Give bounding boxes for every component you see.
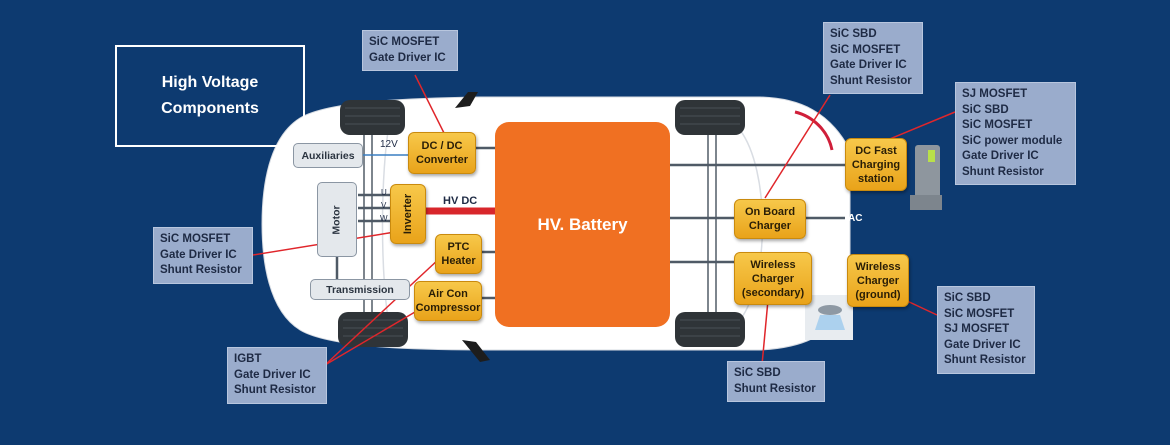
callout-wireless-ground: SiC SBD SiC MOSFET SJ MOSFET Gate Driver…	[937, 286, 1035, 374]
auxiliaries-label: Auxiliaries	[301, 149, 355, 162]
wg-line1: Wireless	[855, 260, 901, 273]
dcdc-line2: Converter	[416, 154, 468, 166]
callout-dc-fast-charging: SJ MOSFET SiC SBD SiC MOSFET SiC power m…	[955, 82, 1076, 185]
callout-item: Shunt Resistor	[944, 354, 1026, 366]
callout-item: Shunt Resistor	[830, 74, 912, 87]
wire-label-w: W	[380, 214, 388, 223]
motor-block: Motor	[317, 182, 357, 257]
aircon-line2: Compressor	[415, 302, 481, 314]
callout-item: SiC SBD	[734, 367, 781, 379]
callout-item: SiC MOSFET	[962, 119, 1033, 131]
callout-item: SJ MOSFET	[944, 323, 1010, 335]
callout-item: Gate Driver IC	[944, 338, 1021, 351]
callout-item: Shunt Resistor	[234, 384, 316, 396]
callout-item: Gate Driver IC	[962, 150, 1039, 162]
callout-item: Gate Driver IC	[160, 248, 237, 261]
onboard-line2: Charger	[748, 220, 792, 232]
callout-item: Gate Driver IC	[830, 59, 907, 71]
wire-label-ac: AC	[848, 213, 863, 224]
hv-battery-label: HV. Battery	[537, 214, 628, 234]
tire-front-top	[340, 100, 405, 135]
ws-line3: (secondary)	[741, 286, 805, 299]
callout-wireless-secondary: SiC SBD Shunt Resistor	[727, 361, 825, 402]
callout-item: SiC SBD	[962, 103, 1009, 116]
wg-line2: Charger	[856, 274, 900, 287]
callout-item: IGBT	[234, 353, 262, 365]
title-line2: Components	[161, 100, 259, 117]
tire-front-bottom	[338, 312, 408, 347]
auxiliaries-block: Auxiliaries	[293, 143, 363, 168]
aircon-line1: Air Con	[428, 288, 468, 300]
dcf-line2: Charging	[851, 158, 901, 171]
callout-item: SiC MOSFET	[830, 43, 901, 56]
onboard-line1: On Board	[744, 206, 796, 218]
charging-station-icon	[910, 145, 942, 210]
wire-label-hv-dc: HV DC	[443, 195, 478, 207]
mirror-bottom	[462, 340, 490, 362]
transmission-label: Transmission	[326, 283, 394, 296]
dcf-line1: DC Fast	[855, 144, 897, 157]
tire-rear-bottom	[675, 312, 745, 347]
wire-label-12v: 12V	[380, 139, 398, 150]
callout-dcdc: SiC MOSFET Gate Driver IC	[362, 30, 458, 71]
callout-item: SiC MOSFET	[944, 307, 1015, 320]
hv-battery: HV. Battery	[495, 122, 670, 327]
callout-item: Shunt Resistor	[734, 382, 816, 395]
callout-onboard-charger: SiC SBD SiC MOSFET Gate Driver IC Shunt …	[823, 22, 923, 94]
dcdc-converter-block: DC / DC Converter	[408, 132, 476, 174]
ptc-line1: PTC	[447, 241, 470, 253]
dcf-line3: station	[857, 172, 895, 185]
callout-item: SiC SBD	[830, 28, 877, 40]
wireless-pad-image	[805, 295, 853, 340]
callout-item: SiC MOSFET	[160, 233, 231, 245]
tire-rear-top	[675, 100, 745, 135]
callout-item: SJ MOSFET	[962, 88, 1028, 100]
callout-item: Shunt Resistor	[962, 165, 1044, 178]
dcdc-line1: DC / DC	[421, 140, 463, 152]
callout-item: Shunt Resistor	[160, 264, 242, 276]
title-box: High Voltage Components	[115, 45, 305, 147]
callout-ptc-aircon: IGBT Gate Driver IC Shunt Resistor	[227, 347, 327, 404]
ws-line1: Wireless	[750, 258, 796, 271]
ptc-line2: Heater	[441, 255, 476, 267]
callout-inverter: SiC MOSFET Gate Driver IC Shunt Resistor	[153, 227, 253, 284]
ptc-heater-block: PTC Heater	[435, 234, 482, 274]
wire-label-u: U	[381, 188, 387, 197]
mirror-top	[455, 92, 478, 108]
callout-item: SiC MOSFET	[369, 36, 440, 48]
transmission-block: Transmission	[310, 279, 410, 300]
wire-label-v: V	[381, 201, 387, 210]
inverter-block: Inverter	[390, 184, 426, 244]
callout-item: SiC SBD	[944, 292, 991, 304]
callout-item: Gate Driver IC	[234, 368, 311, 381]
inverter-label: Inverter	[402, 193, 415, 235]
title-line1: High Voltage	[161, 74, 259, 91]
motor-label: Motor	[330, 204, 343, 235]
callout-item: Gate Driver IC	[369, 51, 446, 64]
ws-line2: Charger	[751, 272, 795, 285]
callout-item: SiC power module	[962, 134, 1063, 147]
wg-line3: (ground)	[855, 288, 901, 301]
